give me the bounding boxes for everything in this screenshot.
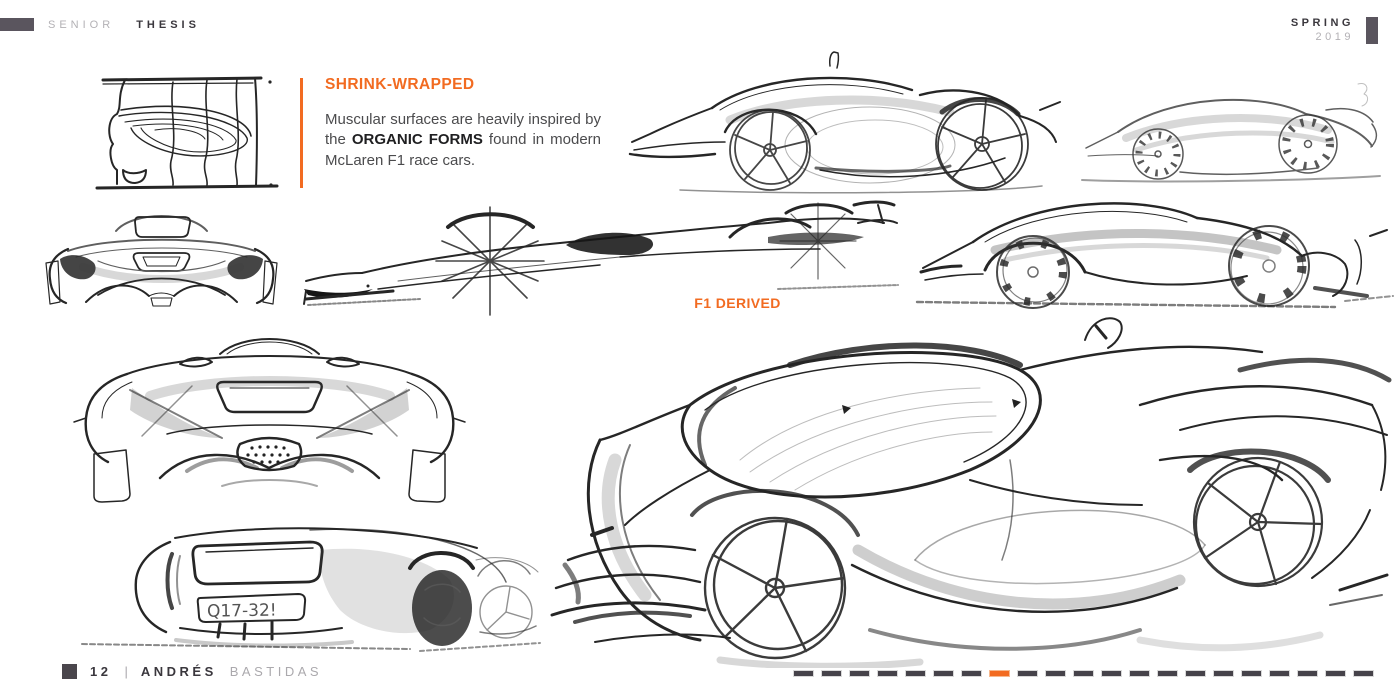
sketch-f1-side-view	[303, 200, 899, 316]
header-right: SPRING 2019	[1291, 17, 1400, 44]
sketch-rear-view-small	[45, 215, 278, 307]
progress-dash	[1325, 670, 1346, 677]
header-thesis-label: THESIS	[136, 18, 200, 31]
footer-left: 12 | ANDRÉS BASTIDAS	[62, 664, 322, 679]
progress-dash	[961, 670, 982, 677]
progress-dash	[793, 670, 814, 677]
progress-dash	[1297, 670, 1318, 677]
header-senior-label: SENIOR	[48, 18, 115, 31]
progress-dash-active	[989, 670, 1010, 677]
sketch-top-center-side-view	[628, 51, 1061, 194]
progress-dash	[1157, 670, 1178, 677]
header-year-label: 2019	[1315, 31, 1354, 43]
header-left: SENIOR THESIS	[0, 18, 200, 31]
callout-accent-rule	[300, 78, 303, 188]
author-last-name: BASTIDAS	[229, 664, 323, 679]
sketch-front-view-large	[73, 338, 466, 503]
author-first-name: ANDRÉS	[140, 664, 217, 679]
header-spring-label: SPRING	[1290, 17, 1354, 29]
sketch-right-middle-side-view	[915, 202, 1394, 309]
progress-dash	[1269, 670, 1290, 677]
progress-dash	[1045, 670, 1066, 677]
progress-dash	[1213, 670, 1234, 677]
progress-dashes	[793, 670, 1377, 677]
progress-dash	[877, 670, 898, 677]
progress-dash	[1017, 670, 1038, 677]
callout-body-post: found in modern McLaren F1 race cars.	[325, 131, 601, 169]
progress-dash	[1353, 670, 1374, 677]
f1-derived-label: F1 DERIVED	[694, 295, 781, 311]
progress-dash	[821, 670, 842, 677]
header-right-bar	[1366, 17, 1378, 44]
progress-dash	[1129, 670, 1150, 677]
footer-square	[62, 664, 77, 679]
sketch-surface-study	[95, 76, 279, 190]
callout-title: SHRINK-WRAPPED	[325, 76, 475, 93]
sketch-top-right-side-view	[1081, 83, 1381, 183]
progress-dash	[1101, 670, 1122, 677]
plate-scribble-text: Q17-32!	[207, 601, 277, 622]
progress-dash	[1185, 670, 1206, 677]
sketch-rear-three-quarter: Q17-32!	[81, 527, 541, 652]
sketch-hero-three-quarter	[550, 317, 1392, 668]
header-left-bar	[0, 18, 34, 31]
progress-dash	[849, 670, 870, 677]
progress-dash	[1073, 670, 1094, 677]
callout-body-pre: Muscular surfaces are heavily inspired b…	[325, 111, 601, 149]
callout-body: Muscular surfaces are heavily inspired b…	[325, 110, 601, 171]
callout-body-bold: ORGANIC FORMS	[351, 131, 483, 149]
callout-block: SHRINK-WRAPPED Muscular surfaces are hea…	[300, 76, 601, 188]
progress-dash	[1241, 670, 1262, 677]
page-number: 12	[90, 664, 112, 679]
progress-dash	[905, 670, 926, 677]
progress-dash	[933, 670, 954, 677]
footer-separator: |	[124, 664, 128, 679]
